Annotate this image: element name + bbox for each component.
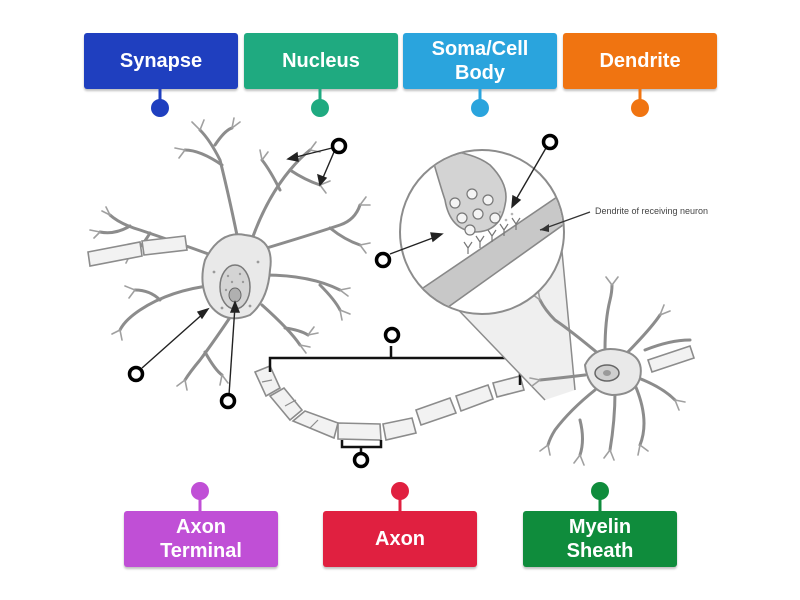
tile-label: Myelin Sheath	[566, 516, 634, 562]
tile-label: Synapse	[119, 50, 203, 72]
drop-target-axon[interactable]	[383, 326, 401, 344]
tile-label: Nucleus	[282, 50, 360, 72]
tile-label: Dendrite	[599, 50, 681, 72]
pointer-arrows	[141, 147, 547, 396]
right-neuron-axon	[646, 344, 696, 374]
tile-axon[interactable]: Axon	[323, 511, 477, 567]
axon-bracket	[268, 346, 522, 385]
inset-caption: Dendrite of receiving neuron	[595, 206, 708, 216]
drop-target-nucleus[interactable]	[219, 392, 237, 410]
myelin-sheath-segments	[253, 364, 525, 441]
tile-label: Axon Terminal	[160, 516, 242, 562]
tile-pins	[151, 89, 649, 511]
tile-label: Axon	[375, 528, 425, 550]
tile-axon-terminal[interactable]: Axon Terminal	[124, 511, 278, 567]
drop-target-soma[interactable]	[127, 365, 145, 383]
left-soma	[201, 233, 272, 320]
synapse-inset: Dendrite of receiving neuron	[399, 149, 708, 315]
right-neuron-dendrite-tips	[529, 276, 686, 466]
right-soma	[583, 348, 642, 397]
myelin-bracket	[340, 440, 383, 453]
tile-myelin-sheath[interactable]: Myelin Sheath	[523, 511, 677, 567]
drop-target-synapse[interactable]	[541, 133, 559, 151]
drop-target-myelin[interactable]	[352, 451, 370, 469]
incoming-axon	[87, 235, 188, 267]
tile-soma[interactable]: Soma/Cell Body	[403, 33, 557, 89]
tile-nucleus[interactable]: Nucleus	[244, 33, 398, 89]
drop-targets[interactable]	[127, 133, 559, 469]
tile-synapse[interactable]: Synapse	[84, 33, 238, 89]
tile-label: Soma/Cell Body	[431, 38, 529, 84]
drop-target-dendrite[interactable]	[330, 137, 348, 155]
axon-node-lines	[261, 379, 319, 429]
tile-dendrite[interactable]: Dendrite	[563, 33, 717, 89]
drop-target-axon-terminal[interactable]	[374, 251, 392, 269]
